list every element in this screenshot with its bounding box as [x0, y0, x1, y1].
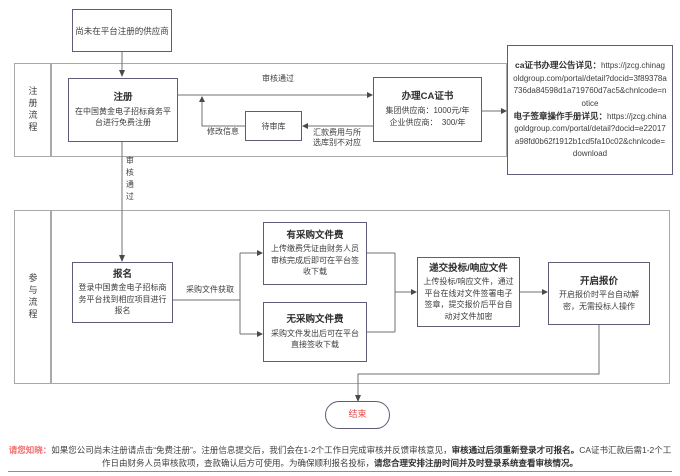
edge-openbid-to-end — [355, 325, 600, 402]
ca-group-fee: 集团供应商：1000元/年 — [385, 105, 470, 115]
edge-label-review-passed-vertical-text: 审核通过 — [125, 156, 135, 204]
edge-label-review-passed: 审核通过 — [262, 74, 294, 83]
node-ca-info: ca证书办理公告详见：https://jzcg.chinagoldgroup.c… — [507, 45, 673, 175]
esign-manual-entry: 电子签章操作手册详见：https://jzcg.chinagoldgroup.c… — [513, 110, 667, 161]
footer-note-seg1: 如果您公司尚未注册请点击“免费注册”。注册信息提交后，我们会在1-2个工作日完成… — [51, 445, 452, 455]
node-with-document-fee-body: 上传缴费凭证由财务人员审核完成后即可在平台签收下载 — [271, 244, 359, 277]
node-no-document-fee-title: 无采购文件费 — [286, 314, 344, 326]
edge-merge-to-submit — [367, 252, 417, 333]
node-end-label: 结束 — [348, 409, 367, 420]
edge-label-payment-mismatch: 汇款费用与所选库别不对应 — [313, 128, 361, 148]
node-with-document-fee-title: 有采购文件费 — [286, 229, 344, 241]
footer-note-seg2: CA证书汇款后需1-2个工作日由财务人员审核款项，查款确认后方可使用。为确保顺利… — [101, 445, 672, 469]
node-open-bidding: 开启报价 开启报价时平台自动解密，无需投标人操作 — [548, 262, 650, 325]
esign-manual-label: 电子签章操作手册详见： — [513, 111, 607, 121]
node-no-document-fee: 无采购文件费 采购文件发出后可在平台直接签收下载 — [263, 302, 367, 362]
footer-note-bold1: 审核通过后须重新登录才可报名。 — [451, 445, 580, 455]
node-open-bidding-body: 开启报价时平台自动解密，无需投标人操作 — [559, 290, 639, 311]
edge-register-to-ca — [178, 92, 373, 98]
node-open-bidding-title: 开启报价 — [579, 275, 618, 287]
node-unregistered-supplier-label: 尚未在平台注册的供应商 — [75, 25, 169, 36]
edge-start-to-register — [119, 52, 125, 77]
node-ca-certificate-title: 办理CA证书 — [401, 91, 454, 103]
node-no-document-fee-body: 采购文件发出后可在平台直接签收下载 — [271, 328, 359, 350]
node-submit-bid: 递交投标/响应文件 上传投标/响应文件，通过平台在线对文件签署电子签章，提交报价… — [417, 257, 520, 327]
lane-label-participation: 参与流程 — [14, 210, 52, 384]
node-unregistered-supplier: 尚未在平台注册的供应商 — [72, 9, 172, 52]
node-register-title: 注册 — [113, 92, 133, 104]
edge-ca-to-info — [482, 108, 507, 114]
edge-pending-modify-loop — [199, 96, 245, 127]
footer-note-prefix: 请您知晓： — [8, 445, 52, 455]
ca-notice-label: ca证书办理公告详见： — [514, 60, 601, 71]
ca-notice-entry: ca证书办理公告详见：https://jzcg.chinagoldgroup.c… — [513, 59, 667, 110]
edge-label-get-documents: 采购文件获取 — [186, 285, 234, 294]
esign-manual-url: https://jzcg.chinagoldgroup.com/portal/d… — [514, 112, 667, 159]
node-signup: 报名 登录中国黄金电子招标商务平台找到相应项目进行报名 — [72, 262, 173, 323]
edge-label-modify-info: 修改信息 — [207, 127, 239, 136]
edge-ca-to-pending — [302, 123, 373, 129]
edge-submit-to-openbid — [520, 289, 548, 295]
edge-label-review-passed-vertical: 审核通过 — [124, 156, 134, 207]
lane-participation-text: 参与流程 — [27, 273, 38, 321]
lane-registration-container — [50, 63, 507, 157]
node-with-document-fee: 有采购文件费 上传缴费凭证由财务人员审核完成后即可在平台签收下载 — [263, 222, 367, 285]
lane-participation-container — [50, 210, 670, 384]
bottom-divider — [8, 471, 672, 472]
node-signup-title: 报名 — [112, 268, 132, 280]
node-submit-bid-body: 上传投标/响应文件，通过平台在线对文件签署电子签章，提交报价后平台自动对文件加密 — [423, 276, 514, 321]
lane-label-registration: 注册流程 — [14, 63, 52, 157]
node-submit-bid-title: 递交投标/响应文件 — [429, 262, 508, 274]
node-ca-certificate: 办理CA证书 集团供应商：1000元/年 企业供应商： 300/年 — [373, 77, 482, 142]
footer-note-bold2: 请您合理安排注册时间并及时登录系统查看审核情况。 — [374, 458, 579, 469]
node-pending-review: 待审库 — [245, 111, 302, 141]
edge-register-to-signup — [119, 142, 125, 262]
node-end: 结束 — [325, 401, 390, 429]
lane-registration-text: 注册流程 — [27, 86, 38, 134]
footer-note: 请您知晓：如果您公司尚未注册请点击“免费注册”。注册信息提交后，我们会在1-2个… — [8, 444, 672, 470]
edge-signup-split — [173, 250, 263, 337]
node-signup-body: 登录中国黄金电子招标商务平台找到相应项目进行报名 — [78, 283, 167, 316]
ca-enterprise-fee: 企业供应商： 300/年 — [389, 117, 466, 127]
ca-notice-url: https://jzcg.chinagoldgroup.com/portal/d… — [513, 61, 667, 108]
node-pending-review-label: 待审库 — [261, 121, 286, 131]
node-register-body: 在中国黄金电子招标商务平台进行免费注册 — [75, 106, 171, 128]
node-register: 注册 在中国黄金电子招标商务平台进行免费注册 — [68, 78, 178, 142]
